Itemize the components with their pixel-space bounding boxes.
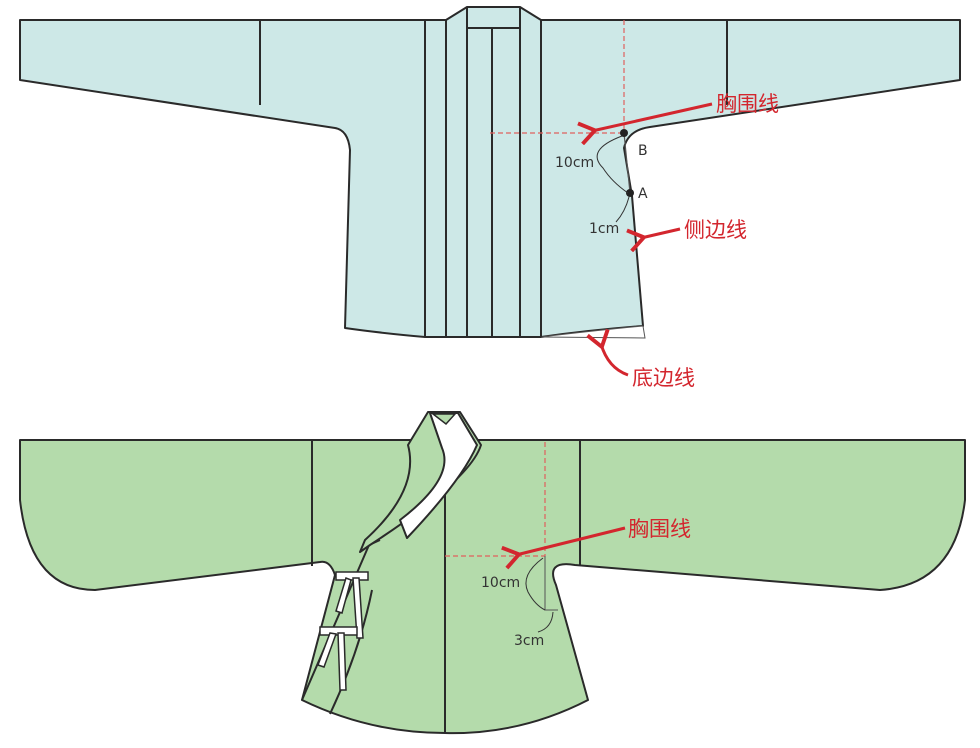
measure-10cm-arc (596, 135, 629, 194)
measure-1cm-arc (615, 196, 630, 223)
bottom-measure-10cm: 10cm (481, 575, 520, 591)
point-b-marker (620, 129, 628, 137)
bottom-garment-body (19, 439, 966, 735)
point-b-label: B (638, 143, 648, 159)
top-garment-body (19, 6, 961, 338)
bottom-measure-3cm-arc (537, 611, 554, 633)
collar-neck-inner (430, 413, 457, 426)
bottom-chest-line-label: 胸围线 (628, 517, 691, 541)
top-front-strips (259, 7, 728, 337)
top-measure-1cm: 1cm (589, 221, 619, 237)
bottom-measure-3cm: 3cm (514, 633, 544, 649)
side-line-label: 侧边线 (684, 218, 747, 242)
top-measure-10cm: 10cm (555, 155, 594, 171)
bottom-garment: 10cm 3cm 胸围线 (19, 411, 966, 735)
tie-bows (317, 571, 369, 691)
collar-band (399, 412, 478, 539)
side-line-arrow (641, 227, 681, 238)
hem-line-arrow (601, 344, 629, 377)
top-chest-arrow (592, 102, 713, 131)
hem-line-label: 底边线 (632, 366, 695, 390)
bottom-measure-10cm-arc (525, 557, 546, 611)
bottom-chest-arrow (516, 526, 626, 555)
top-chest-line-label: 胸围线 (716, 92, 779, 116)
point-a-label: A (638, 186, 648, 202)
top-garment: 10cm 1cm B A 胸围线 侧边线 底边线 (19, 6, 961, 390)
point-a-marker (626, 189, 634, 197)
top-a-b-segment (623, 132, 631, 194)
